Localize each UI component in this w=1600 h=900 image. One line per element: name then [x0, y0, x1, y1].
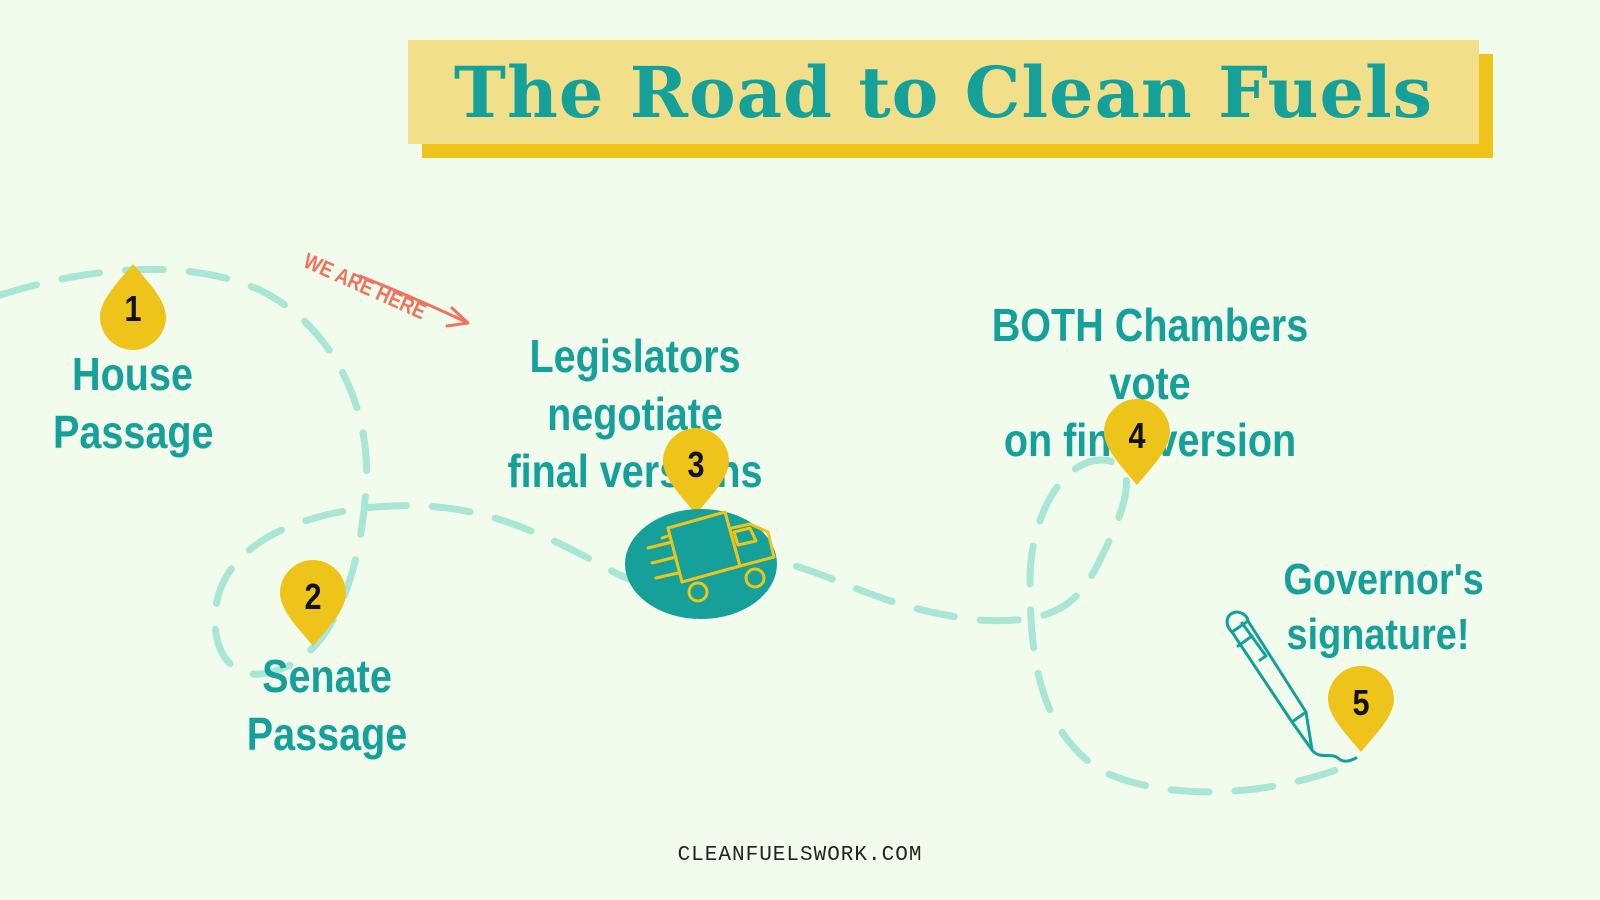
step-5-label: Governor's signature!	[1283, 552, 1484, 662]
map-pin-icon-step-1: 1	[98, 262, 168, 354]
step-4-number: 4	[1128, 415, 1146, 456]
step-5-line2: signature!	[1286, 610, 1470, 659]
map-pin-icon-step-2: 2	[278, 558, 348, 650]
title-box: The Road to Clean Fuels	[408, 40, 1479, 144]
step-2-line1: Senate	[262, 650, 392, 702]
step-2-line2: Passage	[246, 707, 408, 760]
step-3-number: 3	[687, 444, 705, 485]
step-1-number: 1	[124, 288, 142, 329]
step-3-label: Legislators negotiate final versions	[450, 328, 820, 501]
step-1-line1: House	[72, 348, 193, 400]
step-3-line1: Legislators negotiate	[529, 330, 741, 440]
step-4-line1: BOTH Chambers vote	[991, 299, 1309, 409]
step-1-line2: Passage	[52, 405, 214, 458]
page-title: The Road to Clean Fuels	[453, 50, 1434, 134]
step-3-line2: final versions	[507, 445, 763, 497]
step-1-label: House Passage	[52, 346, 214, 461]
footer-website: CLEANFUELSWORK.COM	[677, 844, 923, 867]
title-banner: The Road to Clean Fuels	[408, 40, 1493, 158]
step-2-label: Senate Passage	[245, 648, 408, 763]
map-pin-icon-step-4: 4	[1102, 397, 1172, 489]
step-5-line1: Governor's	[1283, 555, 1484, 604]
step-5-number: 5	[1352, 682, 1370, 723]
step-2-number: 2	[304, 576, 322, 617]
map-pin-icon-step-3: 3	[661, 426, 731, 518]
map-pin-icon-step-5: 5	[1326, 664, 1396, 756]
